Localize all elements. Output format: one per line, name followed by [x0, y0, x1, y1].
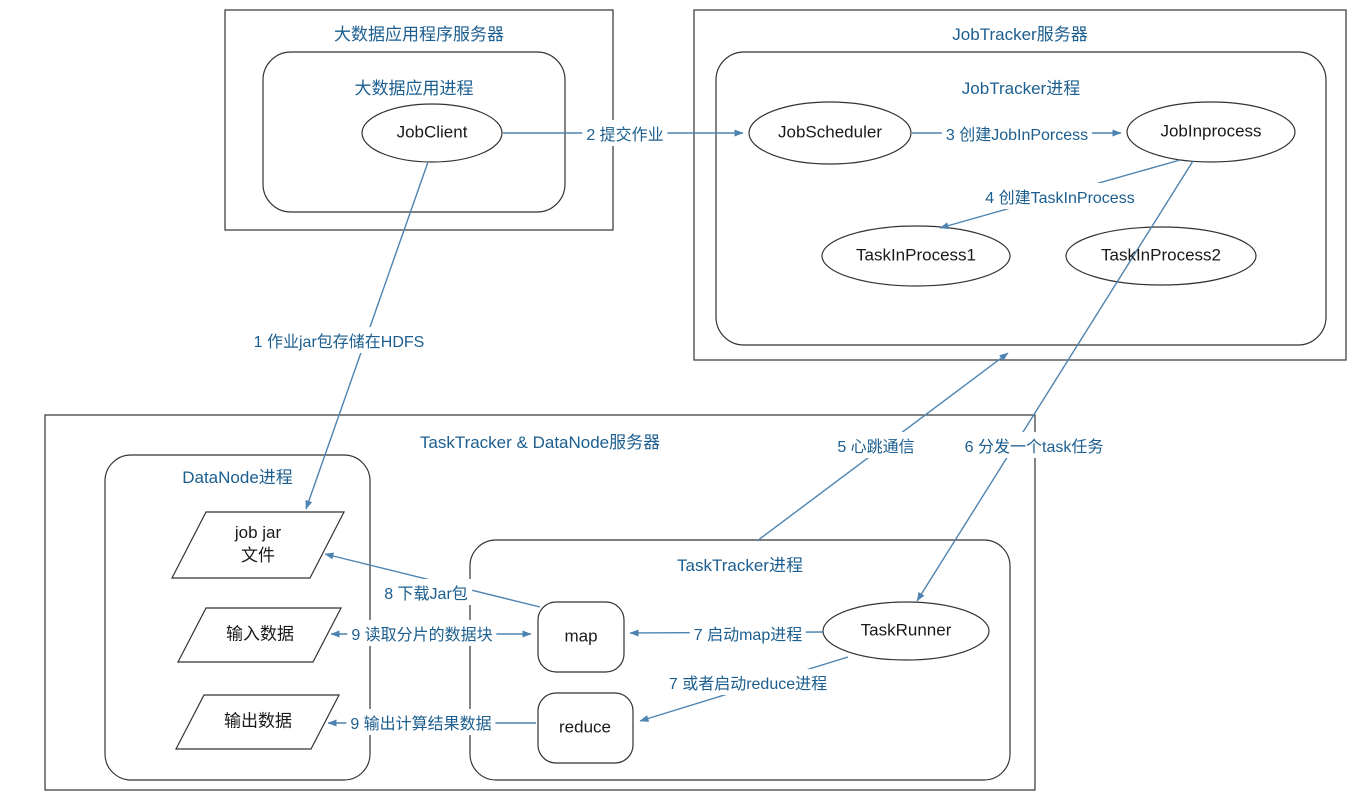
edge-5-label: 5 心跳通信 [833, 432, 919, 458]
taskinprocess1-ellipse [821, 225, 1011, 287]
map-node [537, 601, 625, 673]
taskrunner-label: TaskRunner [860, 620, 952, 640]
input-data-parallelogram [177, 607, 342, 663]
jobclient-label: JobClient [396, 122, 468, 142]
edge-3-label: 3 创建JobInPorcess [941, 120, 1093, 146]
edge-6-dispatch-task [916, 160, 1194, 602]
output-data-label: 输出数据 [224, 711, 292, 731]
jobtracker-process-title: JobTracker进程 [961, 79, 1081, 98]
edge-9-write-label: 9 输出计算结果数据 [346, 709, 496, 735]
jobtracker-server-title: JobTracker服务器 [952, 25, 1088, 44]
jobinprocess-label: JobInprocess [1160, 121, 1262, 141]
jobclient-ellipse [361, 103, 503, 163]
tasktracker-process-title: TaskTracker进程 [677, 556, 803, 575]
taskrunner-ellipse [822, 601, 990, 661]
app-server-title: 大数据应用程序服务器 [334, 25, 504, 44]
edge-7-reduce-label: 7 或者启动reduce进程 [664, 669, 832, 695]
output-data-parallelogram [175, 694, 340, 750]
app-process-title: 大数据应用进程 [354, 79, 474, 98]
edge-6-label: 6 分发一个task任务 [960, 432, 1108, 458]
edge-1-label: 1 作业jar包存储在HDFS [249, 327, 429, 353]
job-jar-file-label-line2: 文件 [241, 546, 275, 565]
job-jar-file-label: job jar 文件 [235, 522, 281, 568]
edge-8-label: 8 下载Jar包 [380, 579, 472, 605]
input-data-label: 输入数据 [226, 624, 294, 644]
job-jar-file-label-line1: job jar [234, 523, 282, 543]
reduce-node [537, 692, 634, 764]
edge-9-read-label: 9 读取分片的数据块 [347, 620, 497, 646]
jobscheduler-ellipse [748, 101, 912, 165]
job-jar-parallelogram [171, 511, 345, 579]
edge-2-label: 2 提交作业 [582, 120, 668, 146]
jobinprocess-ellipse [1126, 101, 1296, 163]
taskinprocess2-label: TaskInProcess2 [1101, 245, 1221, 265]
taskinprocess1-label: TaskInProcess1 [856, 245, 976, 265]
edge-7-map-label: 7 启动map进程 [689, 620, 807, 646]
tasktracker-server-title: TaskTracker & DataNode服务器 [419, 433, 661, 452]
jobscheduler-label: JobScheduler [778, 122, 882, 142]
map-label: map [564, 626, 598, 646]
taskinprocess2-ellipse [1065, 226, 1257, 286]
edge-4-label: 4 创建TaskInProcess [981, 183, 1139, 209]
reduce-label: reduce [559, 717, 611, 737]
datanode-process-title: DataNode进程 [182, 468, 293, 487]
